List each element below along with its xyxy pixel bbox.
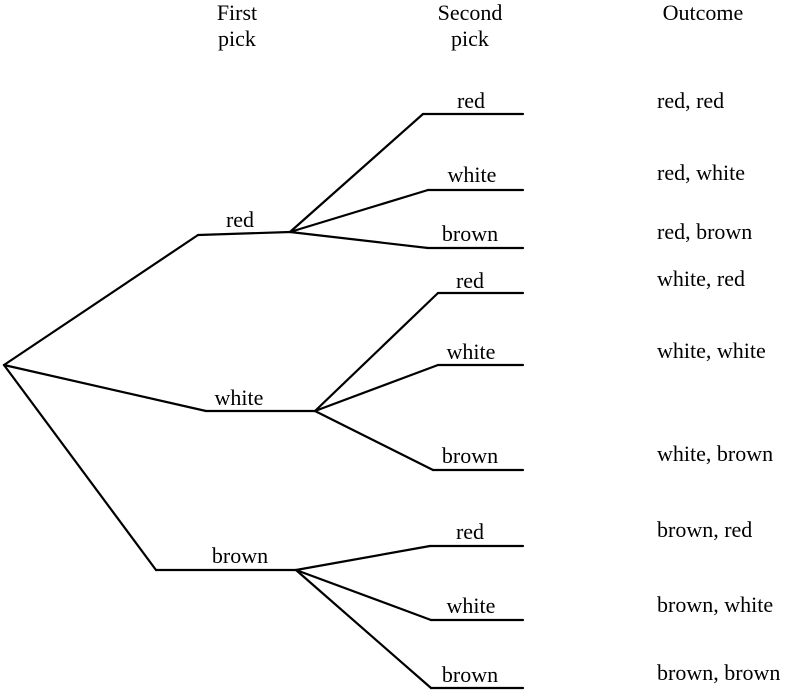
outcome-white-white: white, white <box>657 338 766 363</box>
first-pick-red-line <box>196 230 292 237</box>
second-pick-white-red-label: red <box>456 268 484 293</box>
second-pick-white-brown-label: brown <box>442 443 498 468</box>
edge-brown-to-white <box>294 568 433 622</box>
outcome-brown-red: brown, red <box>657 517 752 542</box>
first-pick-red-label: red <box>226 207 254 232</box>
edge-brown-to-brown <box>294 568 433 690</box>
header-second-pick-line1: Second <box>438 0 503 25</box>
edge-white-to-brown <box>313 409 435 472</box>
outcome-white-brown: white, brown <box>657 441 773 466</box>
second-pick-brown-white-label: white <box>447 593 496 618</box>
second-pick-red-red-label: red <box>457 88 485 113</box>
outcome-red-brown: red, brown <box>657 219 752 244</box>
first-pick-white-label: white <box>215 385 264 410</box>
outcome-brown-white: brown, white <box>657 592 773 617</box>
outcome-brown-brown: brown, brown <box>657 660 780 685</box>
edge-root-to-white <box>2 363 208 413</box>
edge-red-to-white <box>288 188 430 234</box>
edge-white-to-white <box>313 363 440 413</box>
edge-root-to-red <box>2 233 200 367</box>
second-pick-white-white-label: white <box>447 339 496 364</box>
second-pick-brown-brown-label: brown <box>442 662 498 687</box>
second-pick-red-brown-label: brown <box>442 221 498 246</box>
first-pick-brown-label: brown <box>212 543 268 568</box>
outcome-red-white: red, white <box>657 160 745 185</box>
header-first-pick-line1: First <box>217 0 257 25</box>
edge-white-to-red <box>313 291 440 413</box>
header-second-pick-line2: pick <box>451 26 489 51</box>
header-first-pick-line2: pick <box>218 26 256 51</box>
outcome-red-red: red, red <box>657 88 724 113</box>
edge-root-to-brown <box>2 363 158 572</box>
edge-red-to-brown <box>288 230 430 250</box>
second-pick-brown-red-label: red <box>456 519 484 544</box>
header-outcome: Outcome <box>663 0 744 25</box>
edge-brown-to-red <box>294 544 432 572</box>
second-pick-red-white-label: white <box>448 162 497 187</box>
edge-red-to-red <box>288 112 425 234</box>
outcome-white-red: white, red <box>657 266 745 291</box>
